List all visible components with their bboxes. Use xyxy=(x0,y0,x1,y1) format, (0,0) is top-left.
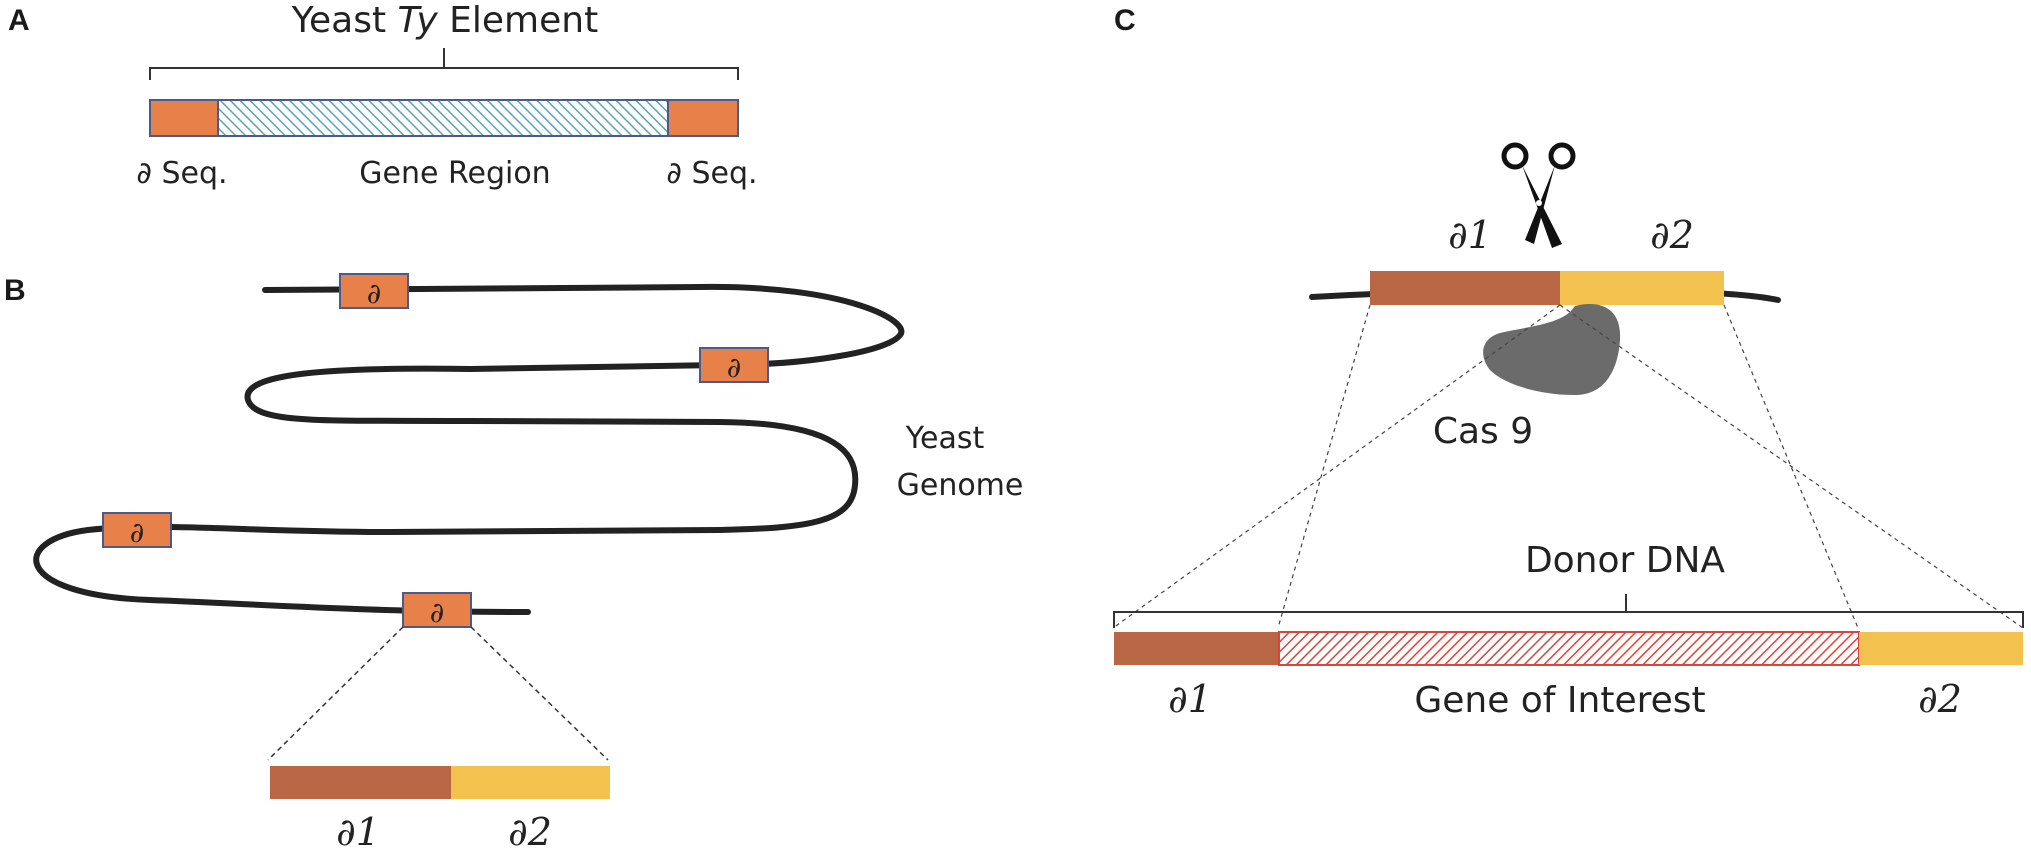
panel-c-letter: C xyxy=(1114,4,1136,37)
gene-region-label: Gene Region xyxy=(359,156,550,191)
panel-b: B ∂ ∂ ∂ ∂ Yeast Genome ∂1 ∂2 xyxy=(4,273,1024,850)
ty-element-bracket xyxy=(149,48,739,80)
delta-symbol: ∂ xyxy=(430,596,444,629)
target-delta1-label: ∂1 xyxy=(1448,213,1492,257)
delta-box xyxy=(339,273,409,309)
genome-label-line1: Yeast xyxy=(905,421,985,456)
genome-delta-3: ∂ xyxy=(102,512,172,549)
ty-left-ltr xyxy=(149,99,219,137)
scissors-icon xyxy=(1501,142,1576,248)
donor-dna-title: Donor DNA xyxy=(1525,540,1725,581)
genome-label-line2: Genome xyxy=(897,468,1024,503)
panel-c: C ∂1 ∂2 Cas 9 Donor DNA ∂1 Gene of Inter… xyxy=(1112,4,2024,721)
cas9-label: Cas 9 xyxy=(1433,411,1533,452)
genome-delta-4: ∂ xyxy=(402,592,472,629)
delta-box xyxy=(402,592,472,628)
ty-title-italic: Ty xyxy=(398,0,439,41)
projection-line-4 xyxy=(1723,304,1859,629)
donor-delta2-label: ∂2 xyxy=(1918,677,1962,721)
projection-line-1 xyxy=(1277,304,1371,629)
zoom-delta1-label: ∂1 xyxy=(336,810,380,850)
zoom-delta2-segment xyxy=(451,766,610,799)
projection-line-2 xyxy=(1112,304,1561,629)
zoom-line-right xyxy=(470,626,609,761)
delta-box xyxy=(699,347,769,383)
target-delta1-segment xyxy=(1370,271,1560,305)
zoom-delta1-segment xyxy=(270,766,451,799)
yeast-genome-strand xyxy=(33,283,905,615)
ty-element-title: Yeast Ty Element xyxy=(291,0,598,41)
genome-delta-2: ∂ xyxy=(699,347,769,384)
donor-delta2-segment xyxy=(1859,632,2023,665)
left-ltr-label: ∂ Seq. xyxy=(136,156,227,191)
panel-a: A Yeast Ty Element ∂ Seq. Gene Region ∂ … xyxy=(8,0,758,191)
delta-box xyxy=(102,512,172,548)
delta-symbol: ∂ xyxy=(727,351,741,384)
ty-title-prefix: Yeast xyxy=(291,0,398,41)
donor-delta1-label: ∂1 xyxy=(1168,677,1212,721)
target-delta2-segment xyxy=(1560,271,1724,305)
panel-a-letter: A xyxy=(8,4,30,37)
delta-symbol: ∂ xyxy=(367,277,381,310)
projection-line-3 xyxy=(1559,304,2024,629)
donor-delta1-segment xyxy=(1114,632,1279,665)
ty-title-suffix: Element xyxy=(438,0,599,41)
genome-delta-1: ∂ xyxy=(339,273,409,310)
panel-b-letter: B xyxy=(4,274,26,307)
gene-of-interest-label: Gene of Interest xyxy=(1414,680,1705,721)
delta-symbol: ∂ xyxy=(130,516,144,549)
donor-gene-of-interest-segment xyxy=(1278,631,1860,666)
zoom-line-left xyxy=(267,626,404,761)
ty-right-ltr xyxy=(667,99,739,137)
zoom-delta2-label: ∂2 xyxy=(508,810,552,850)
right-ltr-label: ∂ Seq. xyxy=(666,156,757,191)
cas9-icon xyxy=(1483,303,1621,395)
ty-gene-region xyxy=(217,99,669,137)
donor-dna-bracket xyxy=(1113,594,2024,628)
target-delta2-label: ∂2 xyxy=(1650,213,1694,257)
